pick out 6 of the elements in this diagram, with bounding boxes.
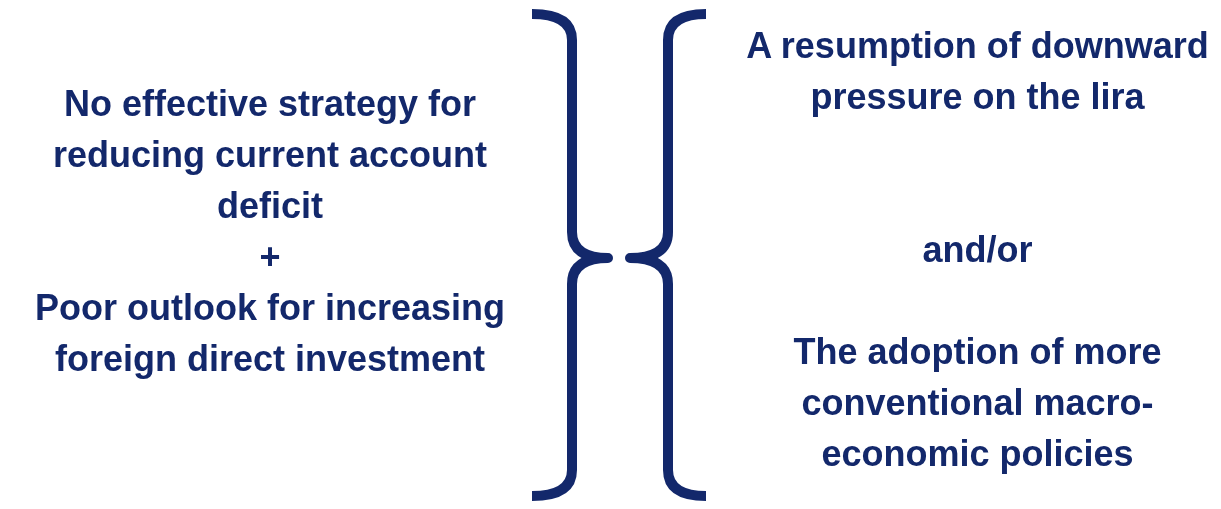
conjunction-text: and/or bbox=[921, 228, 1034, 272]
statement-text: The adoption of more conventional macro-economic policies bbox=[792, 330, 1163, 476]
statement-text: A resumption of downward pressure on the lira bbox=[745, 24, 1210, 119]
statement-text: Poor outlook for increasing foreign direct investment bbox=[33, 286, 506, 381]
plus-sign: + bbox=[258, 235, 282, 279]
statement-text: No effective strategy for reducing current account deficit bbox=[51, 82, 489, 228]
